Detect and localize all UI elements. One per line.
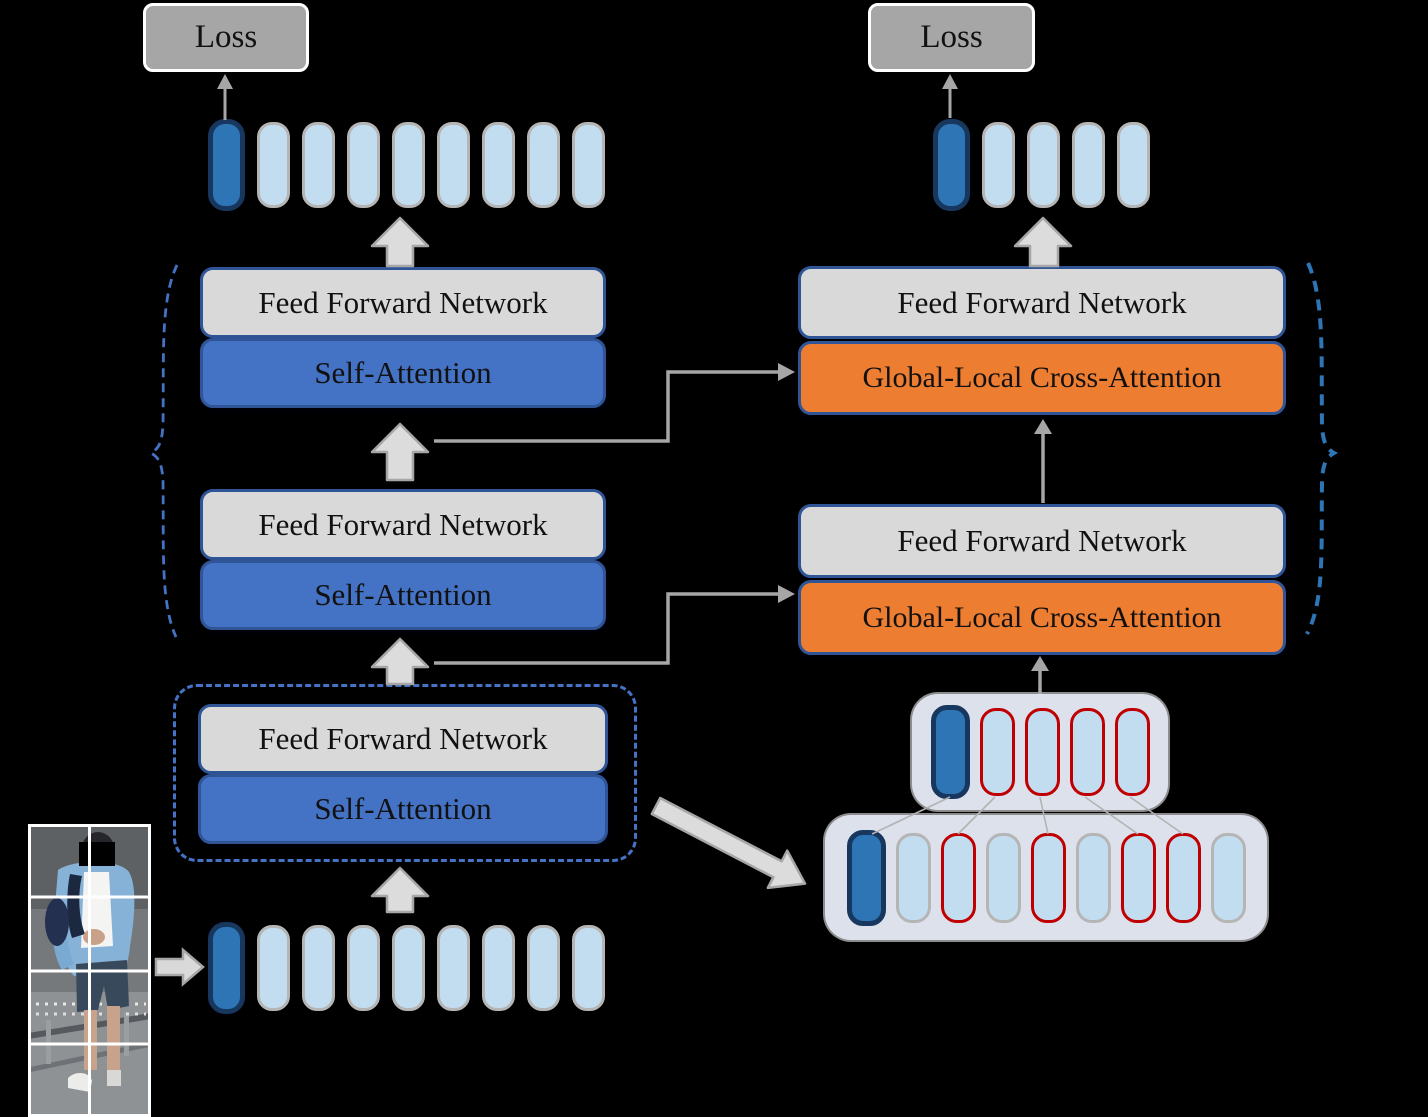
ffn-label: Feed Forward Network bbox=[897, 523, 1187, 558]
patch-token bbox=[302, 122, 335, 208]
cls-token bbox=[846, 829, 886, 926]
selected-patch-token bbox=[1120, 832, 1156, 923]
ffn-block-left-3: Feed Forward Network bbox=[198, 704, 608, 774]
ffn-label: Feed Forward Network bbox=[258, 506, 548, 542]
patch-token bbox=[482, 925, 515, 1011]
token-row-left-top bbox=[208, 119, 605, 211]
loss-label: Loss bbox=[920, 19, 983, 55]
selected-patch-token bbox=[979, 708, 1015, 796]
self-attention-label: Self-Attention bbox=[314, 355, 492, 390]
frozen-block-dashed-outline bbox=[173, 684, 637, 862]
patch-token bbox=[1210, 832, 1246, 923]
patch-token bbox=[527, 925, 560, 1011]
full-token-panel bbox=[825, 815, 1267, 940]
ffn-block-left-1: Feed Forward Network bbox=[200, 267, 606, 338]
ffn-label: Feed Forward Network bbox=[897, 284, 1187, 320]
patch-token bbox=[482, 122, 515, 208]
patch-token bbox=[257, 925, 290, 1011]
glca-block-2: Global-Local Cross-Attention bbox=[798, 580, 1286, 655]
self-attention-block-3: Self-Attention bbox=[198, 774, 608, 844]
selected-patch-token bbox=[1165, 832, 1201, 923]
block-arrow-right-icon bbox=[154, 947, 205, 987]
patch-token bbox=[347, 925, 380, 1011]
selected-token-panel bbox=[912, 694, 1168, 810]
token-row-left-bottom bbox=[208, 922, 605, 1014]
ffn-block-right-1: Feed Forward Network bbox=[798, 266, 1286, 339]
arrow-up-icon bbox=[217, 74, 958, 120]
cls-token bbox=[208, 922, 245, 1014]
patch-token bbox=[527, 122, 560, 208]
selected-patch-token bbox=[1030, 832, 1066, 923]
glca-label: Global-Local Cross-Attention bbox=[862, 361, 1222, 394]
self-attention-label: Self-Attention bbox=[314, 791, 492, 826]
loss-box-right: Loss bbox=[868, 3, 1035, 72]
patch-token bbox=[302, 925, 335, 1011]
selected-patch-token bbox=[1114, 708, 1150, 796]
dashed-curly-brace-left-icon bbox=[148, 264, 179, 638]
patch-token bbox=[985, 832, 1021, 923]
patch-token bbox=[347, 122, 380, 208]
patch-token bbox=[392, 925, 425, 1011]
patch-token bbox=[437, 925, 470, 1011]
glca-label: Global-Local Cross-Attention bbox=[862, 600, 1222, 634]
patch-token bbox=[392, 122, 425, 208]
selected-patch-token bbox=[1024, 708, 1060, 796]
patch-token bbox=[1027, 122, 1060, 208]
block-arrow-down-right-icon bbox=[650, 796, 807, 890]
selected-patch-token bbox=[1069, 708, 1105, 796]
selected-patch-token bbox=[940, 832, 976, 923]
dashed-curly-brace-right-icon bbox=[1305, 262, 1339, 635]
self-attention-block-2: Self-Attention bbox=[200, 560, 606, 630]
patch-token bbox=[982, 122, 1015, 208]
cls-token bbox=[208, 119, 245, 211]
self-attention-block-1: Self-Attention bbox=[200, 338, 606, 408]
patch-token bbox=[437, 122, 470, 208]
loss-box-left: Loss bbox=[143, 3, 309, 72]
glca-block-1: Global-Local Cross-Attention bbox=[798, 341, 1286, 415]
cls-token bbox=[930, 705, 970, 799]
pedestrian-input-image bbox=[28, 824, 151, 1117]
patch-token bbox=[572, 925, 605, 1011]
ffn-label: Feed Forward Network bbox=[258, 721, 548, 756]
patch-grid-lines bbox=[28, 824, 151, 1117]
patch-token bbox=[1072, 122, 1105, 208]
patch-token bbox=[1075, 832, 1111, 923]
patch-token bbox=[257, 122, 290, 208]
patch-token bbox=[1117, 122, 1150, 208]
arrowhead bbox=[778, 585, 795, 603]
token-row-right-top bbox=[933, 119, 1150, 211]
patch-token bbox=[895, 832, 931, 923]
self-attention-label: Self-Attention bbox=[314, 577, 492, 612]
ffn-label: Feed Forward Network bbox=[258, 284, 548, 320]
cls-token bbox=[933, 119, 970, 211]
loss-label: Loss bbox=[194, 19, 258, 55]
ffn-block-left-2: Feed Forward Network bbox=[200, 489, 606, 560]
ffn-block-right-2: Feed Forward Network bbox=[798, 504, 1286, 578]
arrowhead bbox=[778, 363, 795, 381]
patch-token bbox=[572, 122, 605, 208]
